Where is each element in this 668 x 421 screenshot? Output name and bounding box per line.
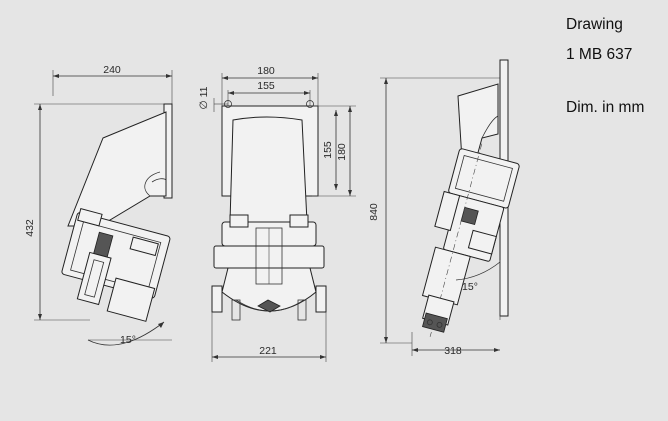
dimension-unit-note: Dim. in mm — [566, 99, 645, 116]
right-angle-label: 15° — [462, 281, 478, 293]
right-height-dimension: 840 — [368, 77, 500, 344]
front-top-width-dimension: 180 — [221, 65, 319, 106]
right-angle-indicator: 15° — [455, 260, 501, 320]
front-socket-body — [211, 214, 327, 321]
right-socket-assembly — [421, 143, 520, 337]
drawing-label: Drawing — [566, 16, 623, 33]
drawing-number: 1 MB 637 — [566, 46, 633, 63]
front-bottom-width-label: 221 — [259, 345, 277, 357]
right-height-label: 840 — [368, 203, 380, 221]
front-view: 180 155 ∅ 11 155 — [198, 65, 356, 362]
front-hole-vertical-label: 155 — [322, 141, 334, 159]
front-top-width-label: 180 — [257, 65, 275, 77]
right-view: 840 15° — [368, 59, 520, 357]
side-width-dimension: 240 — [52, 64, 173, 104]
side-height-dimension: 432 — [24, 103, 172, 321]
side-width-label: 240 — [103, 64, 121, 76]
front-vertical-dimensions: 155 180 — [312, 105, 356, 197]
hole-diameter-label: ∅ 11 — [198, 86, 210, 109]
front-height-label: 180 — [336, 143, 348, 161]
mounting-hole-top-right — [306, 100, 314, 108]
front-hole-spacing-label: 155 — [257, 80, 275, 92]
front-cover — [229, 116, 308, 223]
side-height-label: 432 — [24, 219, 36, 237]
right-depth-dimension: 318 — [411, 332, 500, 357]
right-depth-label: 318 — [444, 345, 462, 357]
hole-diameter-callout: ∅ 11 — [198, 86, 228, 112]
side-angle-indicator: 15° — [87, 321, 172, 346]
side-view: 240 432 — [24, 64, 173, 346]
mounting-hole-top-left — [224, 100, 232, 108]
side-angle-label: 15° — [120, 334, 136, 346]
side-socket-body — [61, 208, 171, 322]
front-bottom-width-dimension: 221 — [211, 312, 327, 362]
front-hole-spacing-dimension: 155 — [227, 80, 311, 108]
